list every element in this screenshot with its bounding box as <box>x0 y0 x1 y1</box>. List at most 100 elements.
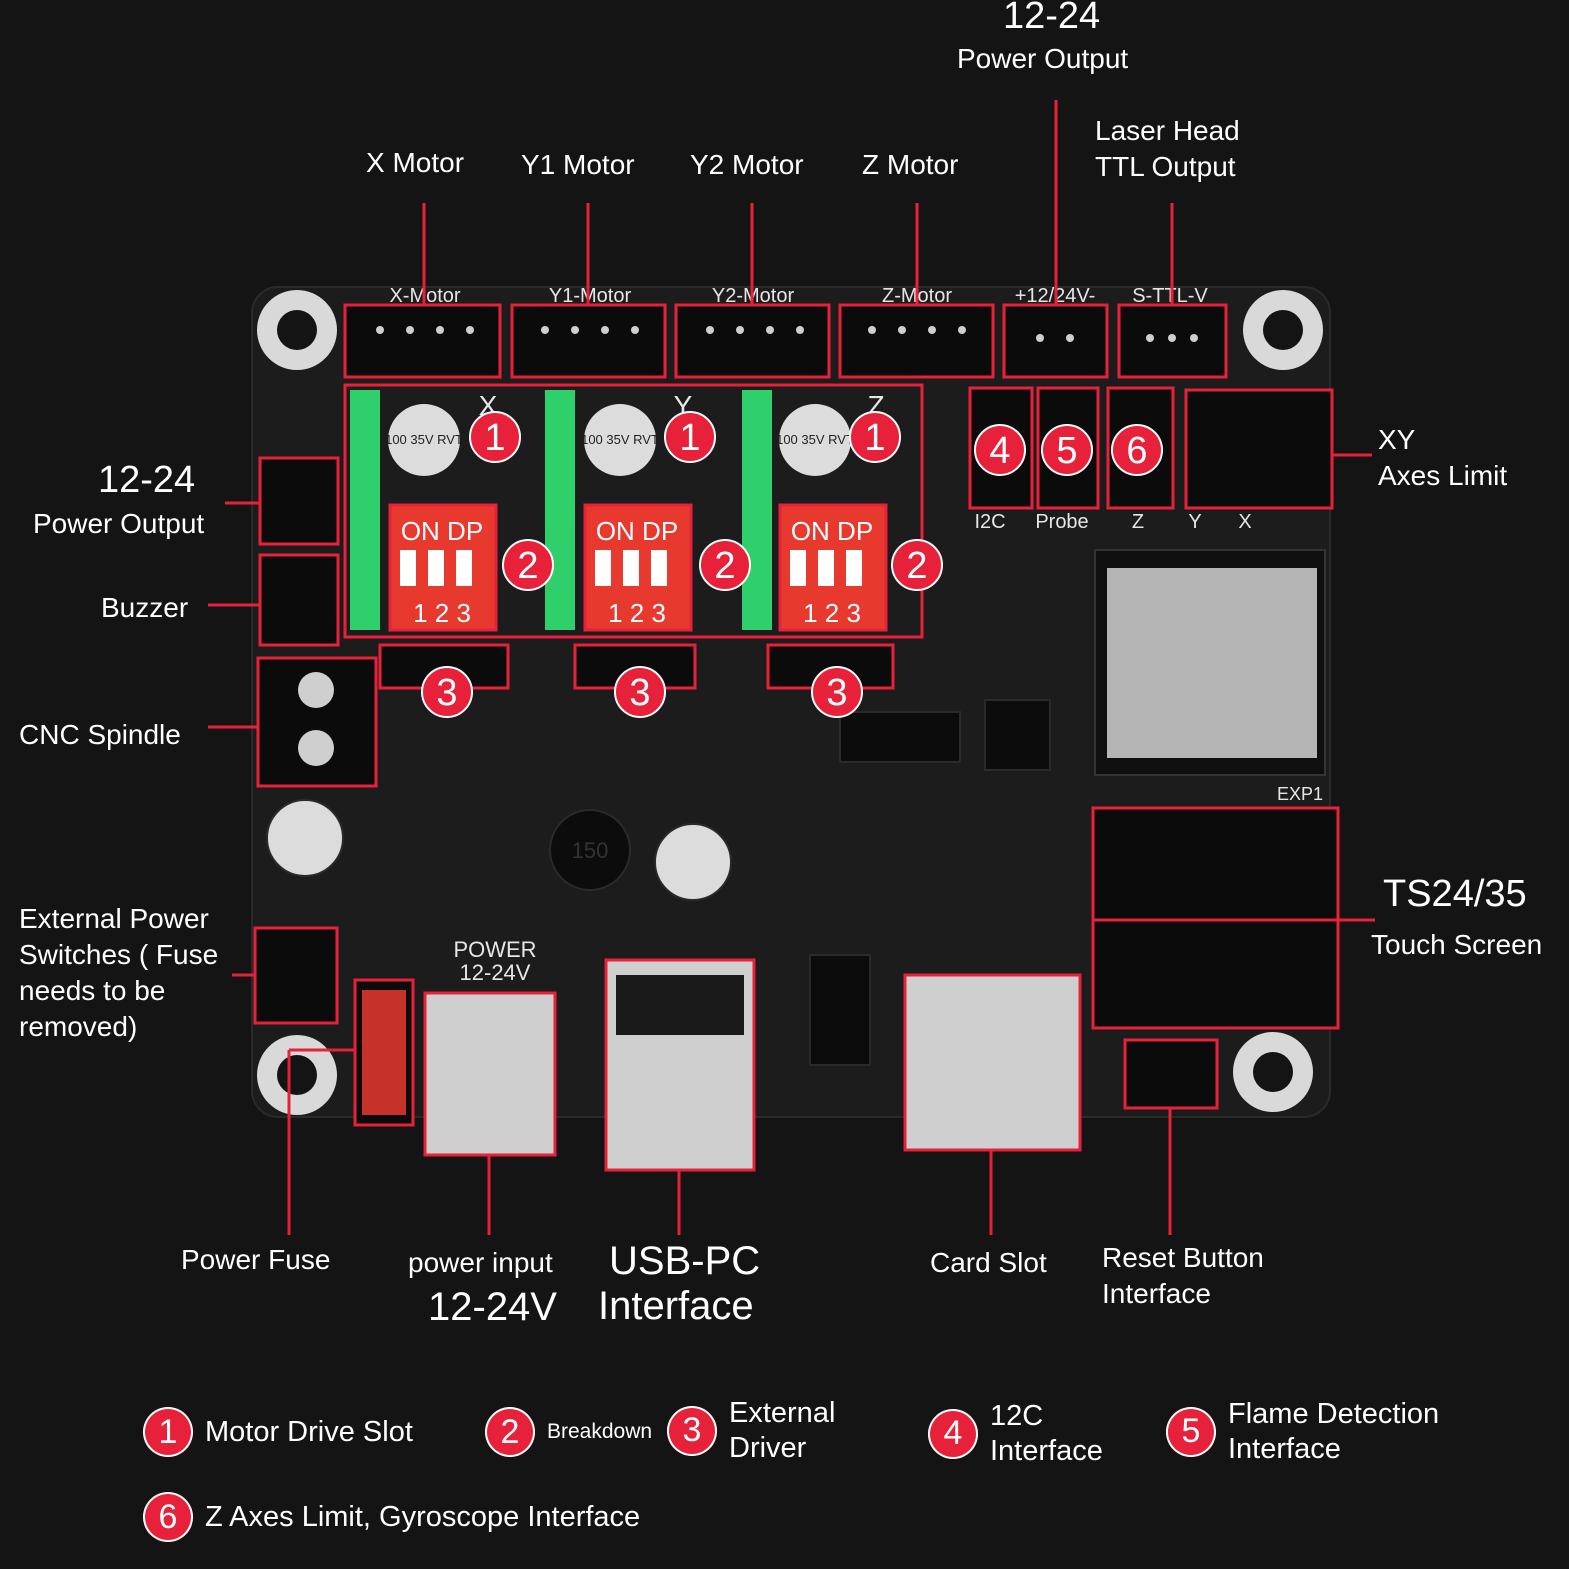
board-chips <box>266 699 1051 1066</box>
svg-text:6: 6 <box>1126 430 1147 472</box>
svg-text:4: 4 <box>989 430 1010 472</box>
reset-interface-label: Interface <box>1102 1278 1211 1309</box>
svg-text:1: 1 <box>864 417 885 459</box>
connector-pins <box>376 326 1198 342</box>
badge-2b: 2 <box>699 539 751 591</box>
legend-badge-5: 5 <box>1166 1406 1216 1457</box>
legend-badge-3: 3 <box>667 1405 717 1456</box>
silk-ttl-header: S-TTL-V <box>1132 285 1208 307</box>
svg-text:1: 1 <box>484 417 505 459</box>
svg-text:Z: Z <box>1132 511 1144 533</box>
driver-area-outline <box>343 383 924 639</box>
x-motor-label: X Motor <box>366 147 465 178</box>
legend-item-5: 5 Flame Detection Interface <box>1166 1397 1439 1467</box>
badge-3a: 3 <box>421 666 473 718</box>
z-motor-label: Z Motor <box>862 149 959 180</box>
motor-connectors <box>343 303 1228 379</box>
touch-screen-label: Touch Screen <box>1371 929 1543 960</box>
top-power-output-label: Power Output <box>957 43 1129 74</box>
legend-item-1: 1 Motor Drive Slot <box>143 1407 413 1457</box>
mounting-holes <box>257 290 1323 1115</box>
usb-interface-label: Interface <box>598 1284 754 1328</box>
ext-power-label-2: Switches ( Fuse <box>19 939 219 970</box>
svg-text:1 2 3: 1 2 3 <box>413 598 471 628</box>
legend-text-5b: Interface <box>1228 1432 1341 1465</box>
svg-text:100 35V RVT: 100 35V RVT <box>385 432 463 447</box>
ext-power-label-1: External Power <box>19 903 209 934</box>
card-slot-label: Card Slot <box>930 1247 1047 1278</box>
svg-text:100 35V RVT: 100 35V RVT <box>581 432 659 447</box>
ext-power-label-3: needs to be <box>19 975 166 1006</box>
badge-3b: 3 <box>614 666 666 718</box>
dip-labels: ON DP ON DP ON DP 1 2 3 1 2 3 1 2 3 <box>401 516 873 628</box>
badge-1c: 1 <box>849 411 901 463</box>
svg-text:POWER: POWER <box>453 937 536 962</box>
svg-text:5: 5 <box>1056 430 1077 472</box>
reset-button-label: Reset Button <box>1102 1242 1264 1273</box>
board-badges: 1 1 1 2 2 2 3 3 3 4 5 6 <box>421 411 1163 718</box>
svg-text:ON DP: ON DP <box>401 516 483 546</box>
power-input-voltage-label: 12-24V <box>428 1285 557 1329</box>
silk-exp1: EXP1 <box>1277 784 1323 804</box>
svg-text:Y: Y <box>1188 511 1201 533</box>
svg-text:150: 150 <box>572 838 609 863</box>
legend-item-4: 4 12C Interface <box>928 1399 1103 1469</box>
svg-text:X: X <box>1238 511 1251 533</box>
silk-y1-motor: Y1-Motor <box>549 285 632 307</box>
axes-limit-label: Axes Limit <box>1378 460 1508 491</box>
svg-text:2: 2 <box>714 545 735 587</box>
capacitor-labels: 100 35V RVT 100 35V RVT 100 35V RVT <box>385 432 854 447</box>
svg-text:I2C: I2C <box>974 511 1005 533</box>
legend-text-2: Breakdown <box>547 1420 653 1444</box>
left-power-output-label: Power Output <box>33 508 205 539</box>
ts-label: TS24/35 <box>1383 873 1527 915</box>
badge-1a: 1 <box>469 411 521 463</box>
svg-text:12-24V: 12-24V <box>460 960 531 985</box>
left-power-voltage-label: 12-24 <box>98 459 196 501</box>
svg-text:3: 3 <box>826 672 847 714</box>
legend-text-5a: Flame Detection <box>1228 1398 1440 1430</box>
svg-text:3: 3 <box>436 672 457 714</box>
y1-motor-label: Y1 Motor <box>521 149 635 180</box>
usb-pc-label: USB-PC <box>609 1239 761 1283</box>
legend-item-2: 2 Breakdown <box>485 1407 652 1457</box>
legend-item-3: 3 External Driver <box>667 1396 835 1466</box>
legend-badge-6: 6 <box>143 1492 193 1542</box>
legend-text-3b: Driver <box>729 1431 807 1464</box>
legend-badge-1: 1 <box>143 1407 193 1457</box>
cnc-spindle-label: CNC Spindle <box>19 719 181 750</box>
limit-silkscreen: I2C Probe Z Y X <box>974 511 1251 533</box>
power-fuse-label: Power Fuse <box>181 1244 331 1275</box>
power-jack <box>423 991 557 1157</box>
svg-text:Probe: Probe <box>1035 511 1088 533</box>
svg-text:ON DP: ON DP <box>791 516 873 546</box>
badge-6: 6 <box>1111 424 1163 476</box>
wifi-shield <box>1107 568 1317 758</box>
power-input-label: power input <box>408 1247 553 1278</box>
badge-2a: 2 <box>502 539 554 591</box>
y2-motor-label: Y2 Motor <box>690 149 804 180</box>
svg-text:2: 2 <box>906 545 927 587</box>
legend-text-4a: 12C <box>990 1400 1044 1432</box>
svg-text:ON DP: ON DP <box>596 516 678 546</box>
buzzer-label: Buzzer <box>101 592 189 623</box>
xy-label: XY <box>1378 424 1416 455</box>
ttl-output-label: TTL Output <box>1095 151 1236 182</box>
legend-text-6: Z Axes Limit, Gyroscope Interface <box>205 1500 641 1533</box>
svg-text:3: 3 <box>629 672 650 714</box>
legend-badge-4: 4 <box>928 1408 978 1459</box>
badge-5: 5 <box>1041 424 1093 476</box>
legend-text-1: Motor Drive Slot <box>205 1415 413 1448</box>
legend-text-3a: External <box>729 1397 836 1429</box>
svg-text:1 2 3: 1 2 3 <box>608 598 666 628</box>
badge-1b: 1 <box>664 411 716 463</box>
legend-text-4b: Interface <box>990 1434 1103 1467</box>
badge-4: 4 <box>974 424 1026 476</box>
legend-item-6: 6 Z Axes Limit, Gyroscope Interface <box>143 1492 640 1542</box>
ext-power-label-4: removed) <box>19 1011 138 1042</box>
silkscreen-top: X-Motor Y1-Motor Y2-Motor Z-Motor +12/24… <box>389 285 1208 307</box>
driver-modules <box>350 390 888 632</box>
reset-connector <box>1123 1038 1219 1110</box>
touch-screen-connector <box>1091 806 1340 1030</box>
